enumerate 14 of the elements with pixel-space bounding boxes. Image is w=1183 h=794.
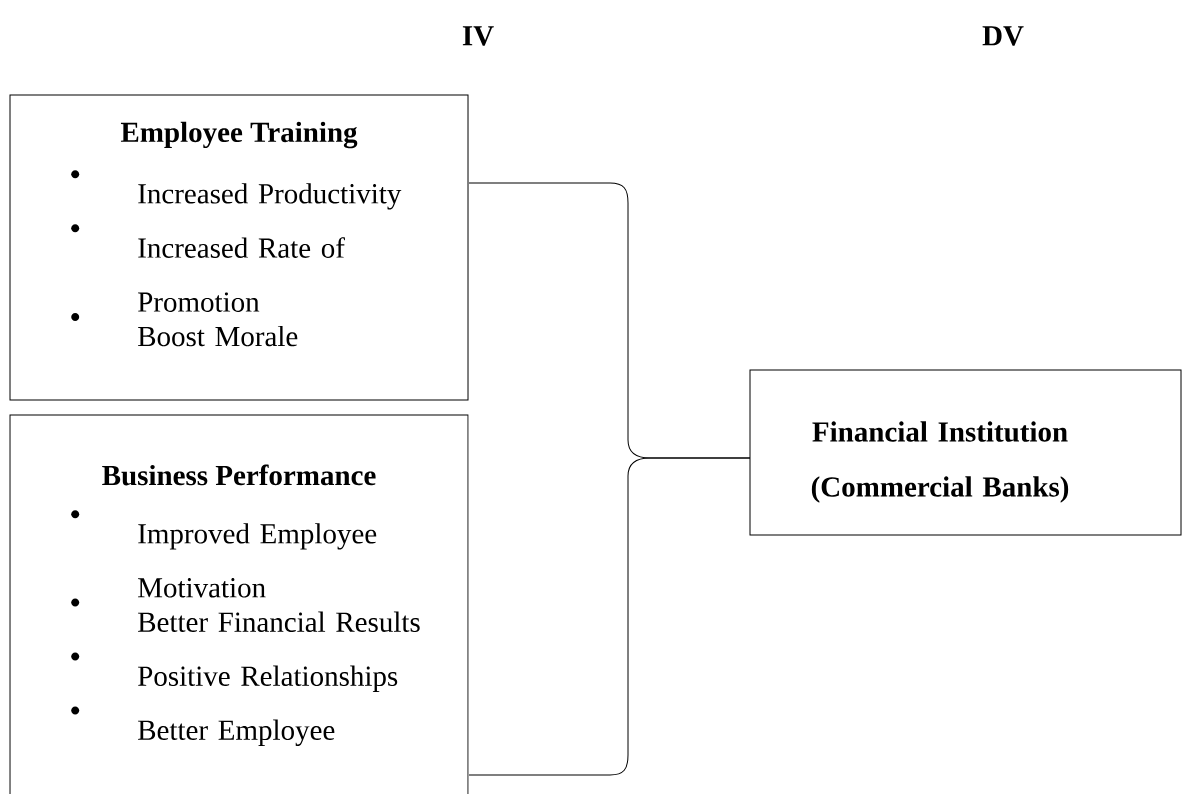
column-heading: DV	[982, 26, 1024, 46]
bullet-item: Better Financial Results	[71, 598, 420, 632]
bullet-item: Better Employee	[71, 706, 335, 746]
bullet-item: Increased Rate of Promotion	[71, 224, 345, 312]
brace-connector	[468, 457, 751, 776]
concept-box: Business Performance Improved Employee Motivation Better Financial Results Positive Relationships Better Employee	[9, 414, 469, 794]
bullet-item: Improved Employee Motivation	[71, 510, 377, 598]
bullet-item: Increased Productivity	[71, 170, 402, 210]
node-label: Business Performance	[102, 464, 376, 486]
concept-box: Employee Training Increased Productivity Increased Rate of Promotion Boost Morale	[9, 94, 469, 401]
concept-box: Financial Institution (Commercial Banks)	[749, 369, 1182, 536]
bullet-item: Positive Relationships	[71, 652, 398, 692]
column-heading: IV	[462, 26, 494, 46]
bullet-item: Boost Morale	[71, 312, 298, 347]
